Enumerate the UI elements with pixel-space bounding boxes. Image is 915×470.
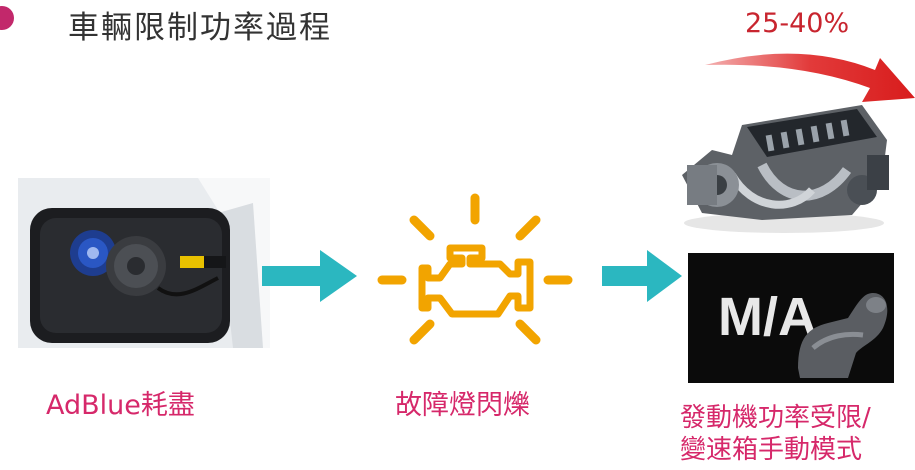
page-title: 車輛限制功率過程	[68, 10, 332, 46]
flow-arrow-1	[262, 250, 357, 302]
step-label-warning-flash: 故障燈閃爍	[395, 390, 530, 421]
adblue-cap-photo	[18, 178, 270, 348]
engine-photo	[682, 105, 889, 233]
title-bullet	[0, 6, 14, 30]
gear-shifter-icon	[798, 293, 888, 378]
ma-text: M/A	[718, 287, 817, 347]
step-label-power-limited: 發動機功率受限/ 變速箱手動模式	[680, 402, 910, 466]
step-label-line-2: 變速箱手動模式	[680, 435, 863, 465]
power-reduction-arrow	[705, 53, 915, 102]
power-loss-label: 25-40%	[745, 8, 850, 39]
flow-arrow-2	[602, 250, 682, 302]
manual-mode-indicator: M/A	[688, 253, 894, 383]
step-label-adblue-empty: AdBlue耗盡	[46, 390, 195, 421]
step-label-line-1: 發動機功率受限/	[680, 403, 871, 433]
engine-check-icon	[377, 193, 573, 345]
